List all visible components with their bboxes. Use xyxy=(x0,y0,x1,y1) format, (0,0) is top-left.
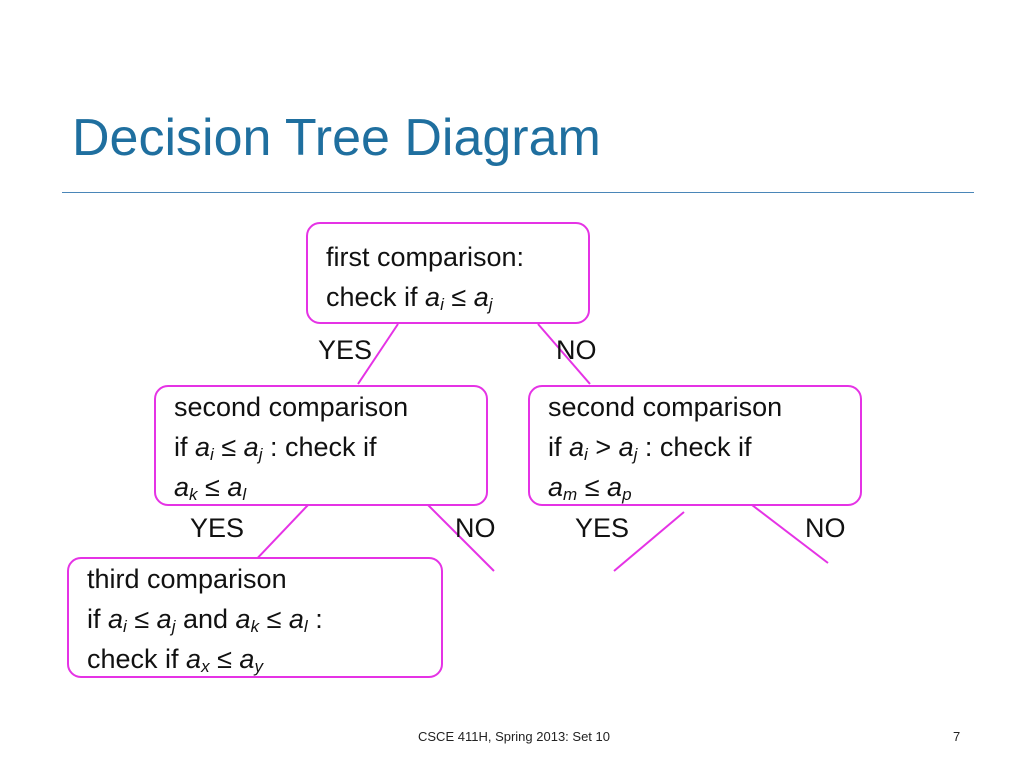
node-first-comparison: first comparison: check if ai ≤ aj xyxy=(306,222,590,324)
node-second-comparison-left: second comparison if ai ≤ aj : check if … xyxy=(154,385,488,506)
node-line: am ≤ ap xyxy=(548,472,632,504)
node-line: check if ai ≤ aj xyxy=(326,282,493,314)
label-left-yes: YES xyxy=(190,513,245,543)
node-line: check if ax ≤ ay xyxy=(87,644,263,676)
node-line: if ai ≤ aj : check if xyxy=(174,432,377,464)
edge-first-no xyxy=(537,323,591,385)
label-left-no: NO xyxy=(455,513,496,543)
slide-title: Decision Tree Diagram xyxy=(72,109,601,167)
node-line: ak ≤ al xyxy=(174,472,247,504)
node-line: second comparison xyxy=(174,392,409,422)
node-line: first comparison: xyxy=(326,242,525,272)
edge-left-no xyxy=(427,504,495,572)
edge-right-no xyxy=(751,504,829,564)
node-line: if ai > aj : check if xyxy=(548,432,752,464)
node-line: second comparison xyxy=(548,392,783,422)
slide-footer: CSCE 411H, Spring 2013: Set 10 xyxy=(418,729,610,744)
node-second-comparison-right: second comparison if ai > aj : check if … xyxy=(528,385,862,506)
label-first-no: NO xyxy=(556,335,597,365)
edge-first-yes xyxy=(357,323,399,385)
page-number: 7 xyxy=(953,729,961,744)
title-divider xyxy=(62,192,974,193)
label-right-no: NO xyxy=(805,513,846,543)
edge-left-yes xyxy=(249,504,309,567)
edge-right-yes xyxy=(613,511,685,572)
label-right-yes: YES xyxy=(575,513,630,543)
label-first-yes: YES xyxy=(318,335,373,365)
node-line: if ai ≤ aj and ak ≤ al : xyxy=(87,604,323,636)
node-line: third comparison xyxy=(87,564,287,594)
node-third-comparison: third comparison if ai ≤ aj and ak ≤ al … xyxy=(67,557,443,678)
